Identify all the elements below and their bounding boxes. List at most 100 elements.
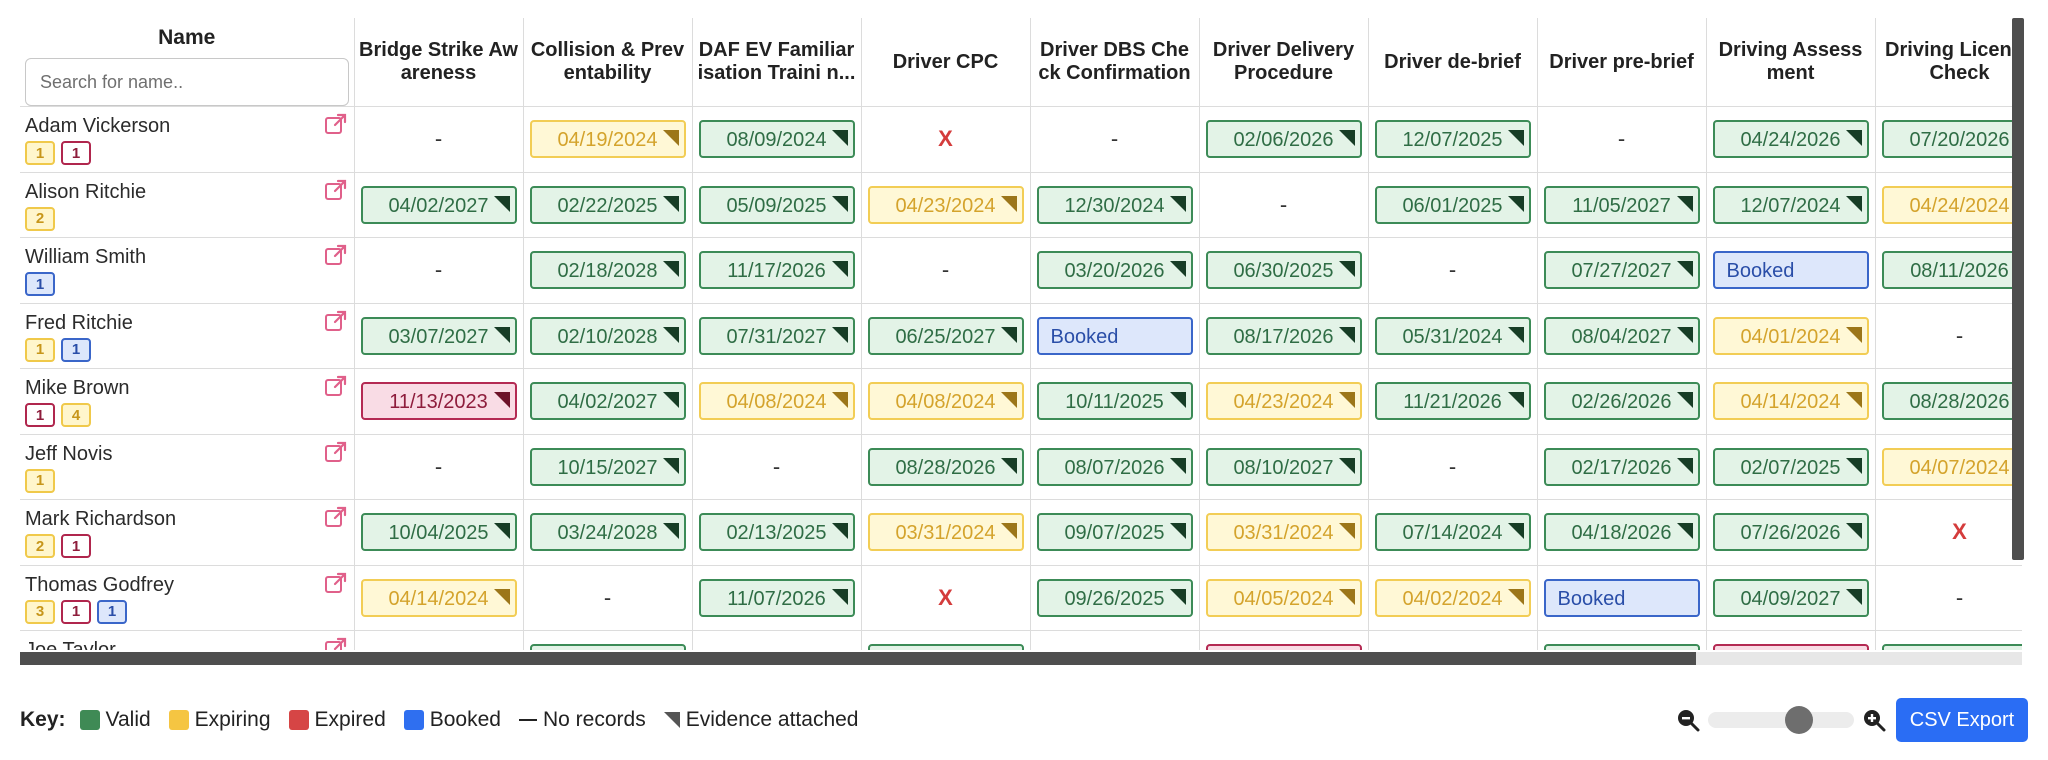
record-date-pill[interactable]: 08/04/2027 <box>1543 316 1700 355</box>
employee-name[interactable]: Joe Taylor <box>25 639 116 650</box>
record-date-pill[interactable]: 12/07/2025 <box>1374 120 1531 159</box>
record-cell <box>1874 630 2022 650</box>
record-date-pill[interactable]: 05/31/2024 <box>1374 316 1531 355</box>
record-date-pill[interactable]: 04/08/2024 <box>698 382 855 421</box>
record-date-pill[interactable]: 04/18/2026 <box>1543 513 1700 552</box>
record-date-pill[interactable]: 10/15/2027 <box>529 447 686 486</box>
record-date-pill[interactable]: 02/13/2025 <box>698 513 855 552</box>
employee-name[interactable]: Thomas Godfrey <box>25 573 174 596</box>
record-date-pill[interactable]: 04/23/2024 <box>867 185 1024 224</box>
record-date-pill[interactable]: 08/07/2026 <box>1036 447 1193 486</box>
record-date-pill[interactable]: 07/14/2024 <box>1374 513 1531 552</box>
record-date-pill[interactable]: 04/14/2024 <box>360 578 517 617</box>
record-date-pill[interactable]: 06/30/2025 <box>1205 251 1362 290</box>
record-date-pill[interactable]: 04/14/2024 <box>1712 382 1869 421</box>
booked-pill[interactable]: Booked <box>1036 316 1193 355</box>
external-link-icon[interactable] <box>324 309 348 333</box>
record-date-pill[interactable]: 08/17/2026 <box>1205 316 1362 355</box>
record-date-pill[interactable]: 04/02/2024 <box>1374 578 1531 617</box>
record-date-pill[interactable]: 11/17/2026 <box>698 251 855 290</box>
record-date-pill[interactable]: 04/01/2024 <box>1712 316 1869 355</box>
booked-pill[interactable]: Booked <box>1712 251 1869 290</box>
employee-name[interactable]: Jeff Novis <box>25 442 113 465</box>
external-link-icon[interactable] <box>324 374 348 398</box>
zoom-out-icon[interactable] <box>1676 708 1700 732</box>
record-date-pill[interactable] <box>1543 644 1700 650</box>
external-link-icon[interactable] <box>324 636 348 650</box>
record-date-pill[interactable]: 02/10/2028 <box>529 316 686 355</box>
record-date-pill[interactable]: 04/07/2024 <box>1881 447 2022 486</box>
zoom-slider[interactable] <box>1708 706 1854 734</box>
record-date-pill[interactable]: 03/31/2024 <box>1205 513 1362 552</box>
record-date-pill[interactable]: 04/24/2026 <box>1712 120 1869 159</box>
record-date-pill[interactable] <box>1205 644 1362 650</box>
record-date-pill[interactable]: 11/21/2026 <box>1374 382 1531 421</box>
record-date-pill[interactable] <box>1881 644 2022 650</box>
record-date-pill[interactable]: 03/31/2024 <box>867 513 1024 552</box>
csv-export-button[interactable]: CSV Export <box>1896 698 2028 742</box>
record-date-pill[interactable]: 07/26/2026 <box>1712 513 1869 552</box>
search-input[interactable] <box>25 58 349 106</box>
external-link-icon[interactable] <box>324 243 348 267</box>
record-date-pill[interactable]: 10/11/2025 <box>1036 382 1193 421</box>
record-date-pill[interactable]: 03/24/2028 <box>529 513 686 552</box>
horizontal-scrollbar-thumb[interactable] <box>20 652 1696 665</box>
record-date-pill[interactable]: 04/02/2027 <box>360 185 517 224</box>
record-date-pill[interactable] <box>867 644 1024 650</box>
zoom-in-icon[interactable] <box>1862 708 1886 732</box>
zoom-slider-thumb[interactable] <box>1785 706 1813 734</box>
external-link-icon[interactable] <box>324 571 348 595</box>
record-date-pill[interactable]: 07/27/2027 <box>1543 251 1700 290</box>
record-date-pill[interactable]: 08/28/2026 <box>1881 382 2022 421</box>
record-date-pill[interactable]: 05/09/2025 <box>698 185 855 224</box>
record-date-pill[interactable]: 09/26/2025 <box>1036 578 1193 617</box>
record-date-pill[interactable]: 03/20/2026 <box>1036 251 1193 290</box>
record-date-pill[interactable]: 02/07/2025 <box>1712 447 1869 486</box>
record-value: Booked <box>1050 325 1119 348</box>
record-date-pill[interactable]: 11/05/2027 <box>1543 185 1700 224</box>
record-date-pill[interactable]: 07/20/2026 <box>1881 120 2022 159</box>
record-date-pill[interactable]: 02/17/2026 <box>1543 447 1700 486</box>
employee-name[interactable]: Alison Ritchie <box>25 180 147 203</box>
external-link-icon[interactable] <box>324 112 348 136</box>
record-date-pill[interactable]: 04/23/2024 <box>1205 382 1362 421</box>
record-date-pill[interactable]: 03/07/2027 <box>360 316 517 355</box>
external-link-icon[interactable] <box>324 505 348 529</box>
record-date-pill[interactable]: 08/11/2026 <box>1881 251 2022 290</box>
employee-name[interactable]: William Smith <box>25 246 147 268</box>
record-date-pill[interactable]: 12/30/2024 <box>1036 185 1193 224</box>
record-date-pill[interactable]: 06/01/2025 <box>1374 185 1531 224</box>
record-date-pill[interactable]: 11/07/2026 <box>698 578 855 617</box>
no-record-dash: - <box>1955 584 1964 610</box>
vertical-scrollbar[interactable] <box>2012 18 2024 560</box>
record-date-pill[interactable]: 09/07/2025 <box>1036 513 1193 552</box>
record-date-pill[interactable]: 12/07/2024 <box>1712 185 1869 224</box>
record-date-pill[interactable]: 04/24/2024 <box>1881 185 2022 224</box>
record-date-pill[interactable]: 04/09/2027 <box>1712 578 1869 617</box>
record-date-pill[interactable]: 02/26/2026 <box>1543 382 1700 421</box>
booked-pill[interactable]: Booked <box>1543 578 1700 617</box>
record-date-pill[interactable]: 02/18/2028 <box>529 251 686 290</box>
employee-name[interactable]: Adam Vickerson <box>25 115 171 137</box>
record-date-pill[interactable]: 10/04/2025 <box>360 513 517 552</box>
record-date-pill[interactable]: 08/28/2026 <box>867 447 1024 486</box>
record-date-pill[interactable]: 11/13/2023 <box>360 382 517 421</box>
record-date-pill[interactable]: 06/25/2027 <box>867 316 1024 355</box>
record-date-pill[interactable]: 02/22/2025 <box>529 185 686 224</box>
record-date-pill[interactable] <box>1712 644 1869 650</box>
record-date-pill[interactable]: 02/06/2026 <box>1205 120 1362 159</box>
employee-name[interactable]: Fred Ritchie <box>25 311 133 334</box>
record-date-pill[interactable]: 08/10/2027 <box>1205 447 1362 486</box>
record-date-pill[interactable] <box>529 644 686 650</box>
record-date-pill[interactable]: 08/09/2024 <box>698 120 855 159</box>
external-link-icon[interactable] <box>324 178 348 202</box>
record-date-pill[interactable]: 07/31/2027 <box>698 316 855 355</box>
employee-name[interactable]: Mike Brown <box>25 377 130 399</box>
record-date-pill[interactable]: 04/19/2024 <box>529 120 686 159</box>
record-date-pill[interactable]: 04/08/2024 <box>867 382 1024 421</box>
record-date-pill[interactable]: 04/05/2024 <box>1205 578 1362 617</box>
record-date-pill[interactable]: 04/02/2027 <box>529 382 686 421</box>
external-link-icon[interactable] <box>324 440 348 464</box>
employee-name[interactable]: Mark Richardson <box>25 508 177 530</box>
no-record-dash: - <box>603 584 612 610</box>
